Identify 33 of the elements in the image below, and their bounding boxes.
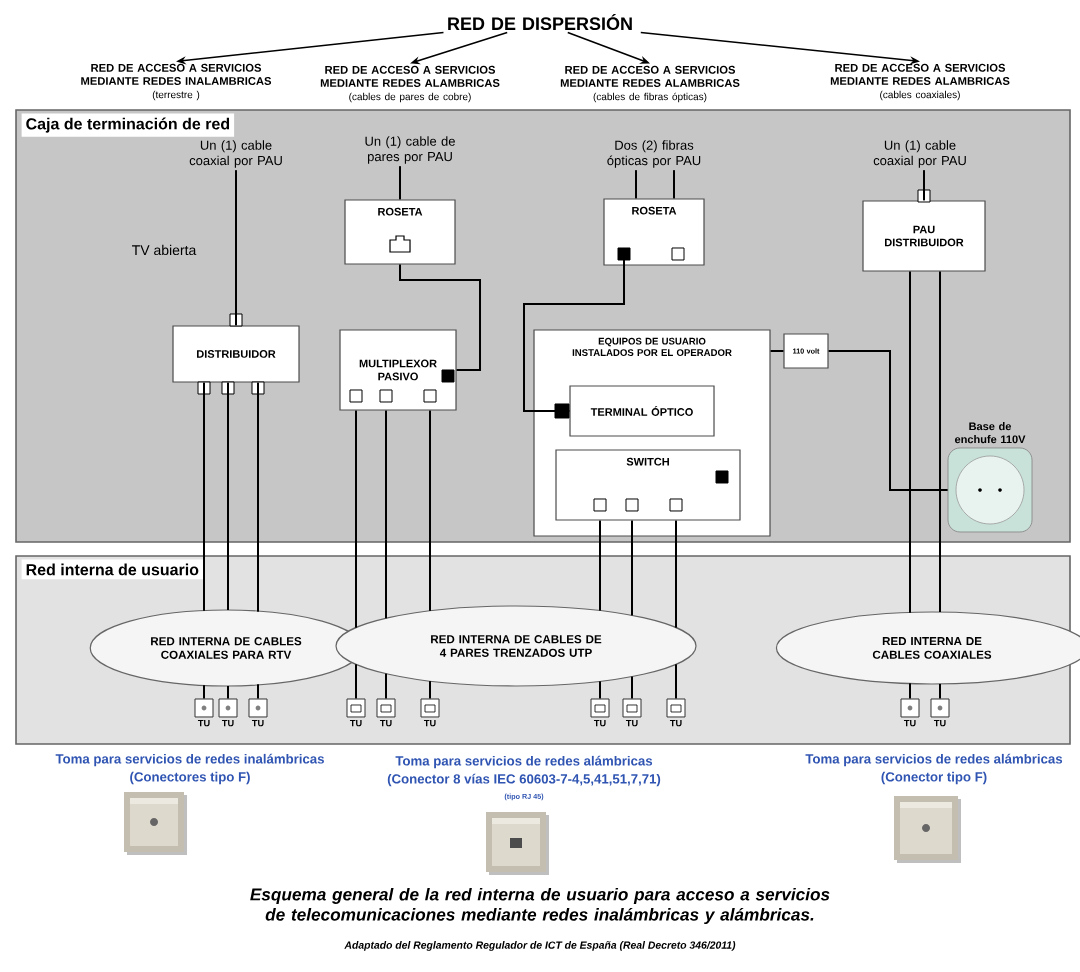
cable — [399, 165, 401, 201]
cable — [203, 381, 205, 612]
cable — [673, 169, 675, 200]
cable — [769, 350, 785, 352]
cable — [227, 685, 229, 700]
cable — [909, 270, 911, 614]
cable — [235, 169, 237, 327]
cable — [635, 169, 637, 200]
cable — [631, 519, 633, 617]
cable — [523, 258, 625, 412]
cable — [599, 680, 601, 700]
cable — [429, 409, 431, 612]
cable — [203, 684, 205, 700]
cable — [909, 682, 911, 700]
cable — [675, 663, 677, 700]
cable — [257, 381, 259, 613]
cable — [399, 263, 481, 371]
cable — [631, 675, 633, 700]
cable — [939, 270, 941, 614]
cable — [385, 672, 387, 700]
caption: Esquema general de la red interna de usuario para acceso a servicios de telecomunicaciones mediante redes inalámbricas y alámbricas. — [250, 887, 830, 925]
cable — [429, 680, 431, 700]
cable — [355, 409, 357, 629]
cable — [599, 519, 601, 612]
cable — [257, 683, 259, 700]
cable — [355, 663, 357, 700]
heading: RED DE DISPERSIÓN — [448, 13, 632, 31]
cable — [923, 169, 925, 202]
cable — [675, 519, 677, 629]
cable — [827, 350, 949, 491]
cable — [385, 409, 387, 620]
cable — [939, 682, 941, 700]
cable — [227, 381, 229, 611]
